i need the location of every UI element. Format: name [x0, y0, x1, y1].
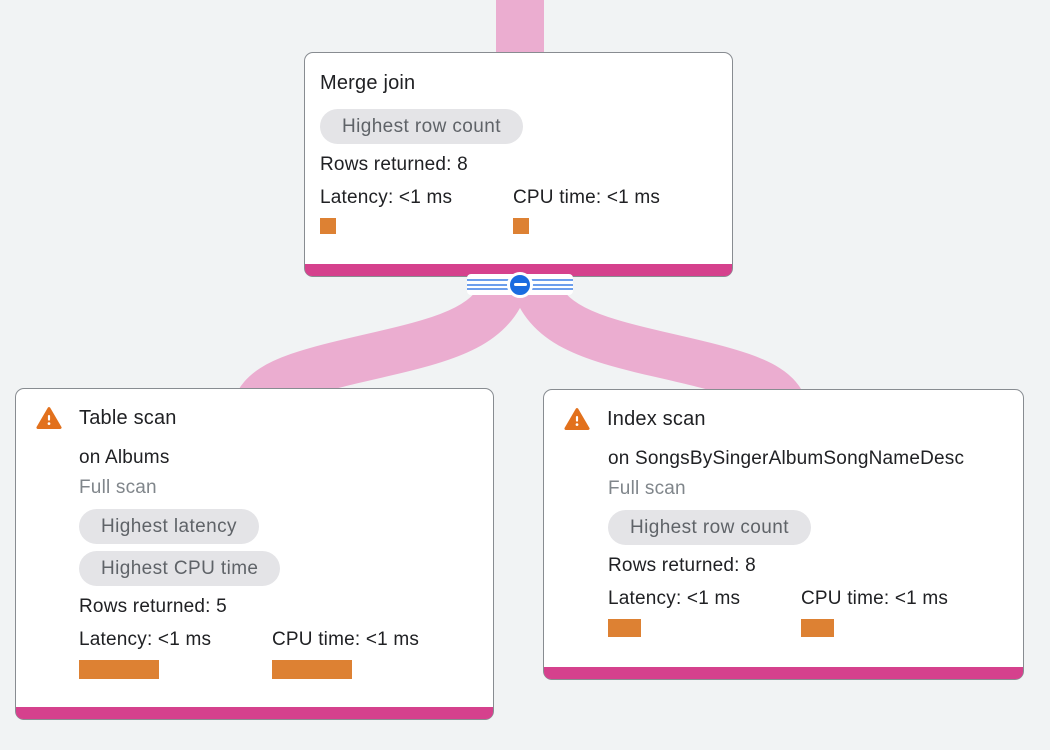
scan-type: Full scan [79, 477, 157, 498]
rows-returned: Rows returned: 8 [320, 154, 468, 175]
latency-label: Latency: <1 ms [608, 588, 741, 609]
warning-icon [36, 406, 62, 430]
scan-target: on Albums [79, 447, 170, 468]
node-title: Index scan [607, 408, 706, 430]
collapse-control[interactable] [467, 271, 573, 298]
latency-metric: Latency: <1 ms [608, 586, 801, 637]
status-badge: Highest latency [79, 509, 259, 544]
node-accent-bar [16, 707, 493, 719]
rows-returned: Rows returned: 8 [608, 555, 756, 576]
latency-label: Latency: <1 ms [79, 629, 212, 650]
cpu-metric: CPU time: <1 ms [272, 627, 465, 679]
status-badge: Highest CPU time [79, 551, 281, 586]
status-badge: Highest row count [320, 109, 523, 144]
scan-type: Full scan [608, 478, 686, 499]
latency-bar [320, 218, 336, 234]
scan-target: on SongsBySingerAlbumSongNameDesc [608, 448, 965, 469]
node-table-scan[interactable]: Table scan on Albums Full scan Highest l… [15, 388, 494, 720]
rows-returned: Rows returned: 5 [79, 596, 227, 617]
edge-right-child [511, 274, 803, 416]
node-accent-bar [305, 264, 732, 276]
latency-metric: Latency: <1 ms [79, 627, 272, 679]
node-title: Merge join [320, 72, 416, 94]
latency-bar [608, 619, 641, 637]
node-title: Table scan [79, 407, 177, 429]
cpu-metric: CPU time: <1 ms [513, 185, 706, 234]
cpu-time-bar [272, 660, 352, 679]
cpu-time-label: CPU time: <1 ms [513, 187, 661, 208]
edge-left-child [237, 274, 529, 416]
cpu-time-label: CPU time: <1 ms [801, 588, 949, 609]
node-merge-join[interactable]: Merge join Highest row count Rows return… [304, 52, 733, 277]
cpu-time-bar [801, 619, 834, 637]
collapse-button[interactable] [507, 271, 533, 298]
warning-icon [564, 407, 590, 431]
minus-icon [513, 283, 527, 286]
edge-incoming [496, 0, 544, 56]
cpu-time-bar [513, 218, 529, 234]
status-badge: Highest row count [608, 510, 811, 545]
cpu-time-label: CPU time: <1 ms [272, 629, 420, 650]
cpu-metric: CPU time: <1 ms [801, 586, 994, 637]
latency-label: Latency: <1 ms [320, 187, 453, 208]
latency-metric: Latency: <1 ms [320, 185, 513, 234]
latency-bar [79, 660, 159, 679]
node-index-scan[interactable]: Index scan on SongsBySingerAlbumSongName… [543, 389, 1024, 680]
node-accent-bar [544, 667, 1023, 679]
